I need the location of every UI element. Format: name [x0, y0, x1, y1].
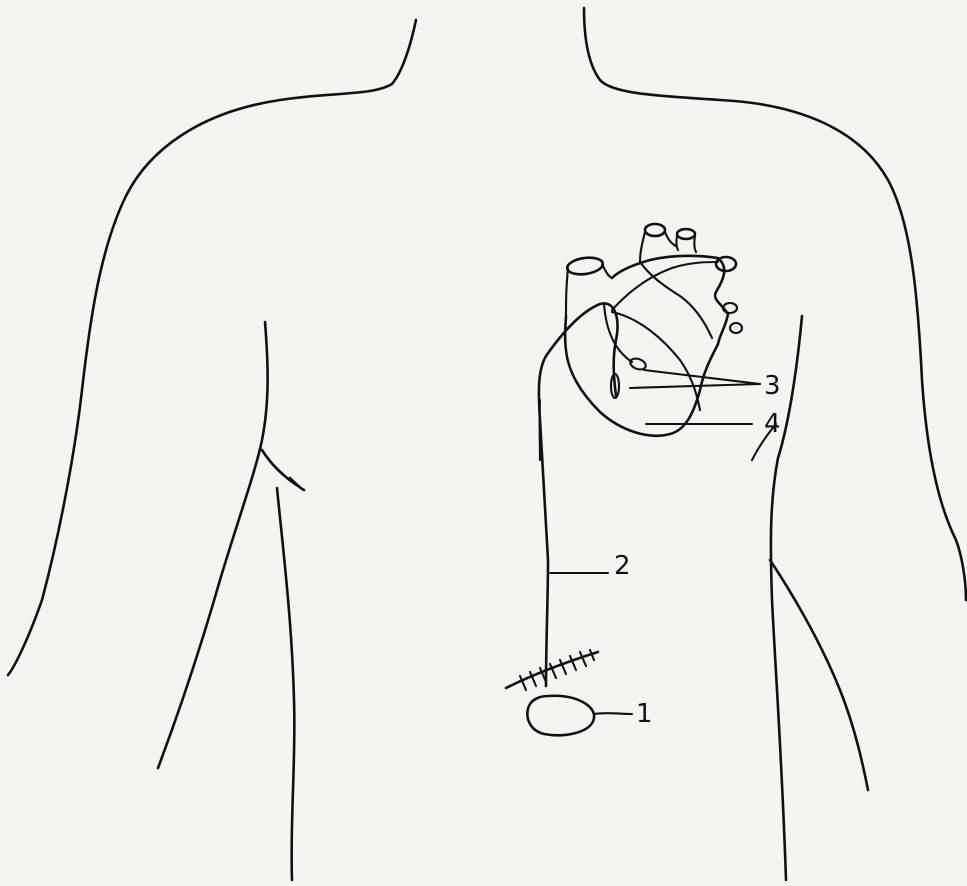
heart	[565, 224, 742, 436]
right-shoulder-outer	[584, 8, 966, 600]
heart-inner-line-3	[640, 262, 712, 338]
vessel-top-2	[677, 229, 695, 239]
label-1: 1	[636, 699, 653, 729]
pacing-lead	[539, 303, 647, 686]
left-shoulder-outer	[8, 20, 416, 675]
leader-1	[594, 713, 632, 714]
left-inner-arm	[158, 322, 268, 768]
label-4: 4	[764, 409, 781, 439]
incision-suture	[506, 650, 598, 690]
right-inner-arm	[770, 560, 868, 790]
label-3: 3	[764, 371, 781, 401]
lead-wire	[539, 303, 618, 686]
vessel-top-1	[645, 224, 665, 236]
leader-3b	[630, 384, 760, 388]
vessel-right-3	[730, 323, 742, 333]
pulse-generator	[527, 696, 594, 735]
heart-inner-line-2	[612, 312, 700, 410]
heart-body	[565, 256, 728, 436]
label-2: 2	[614, 551, 631, 581]
left-torso-side	[277, 488, 294, 880]
left-axilla-fold	[262, 450, 304, 490]
torso-outline	[8, 8, 966, 880]
vessel-left	[566, 256, 604, 277]
